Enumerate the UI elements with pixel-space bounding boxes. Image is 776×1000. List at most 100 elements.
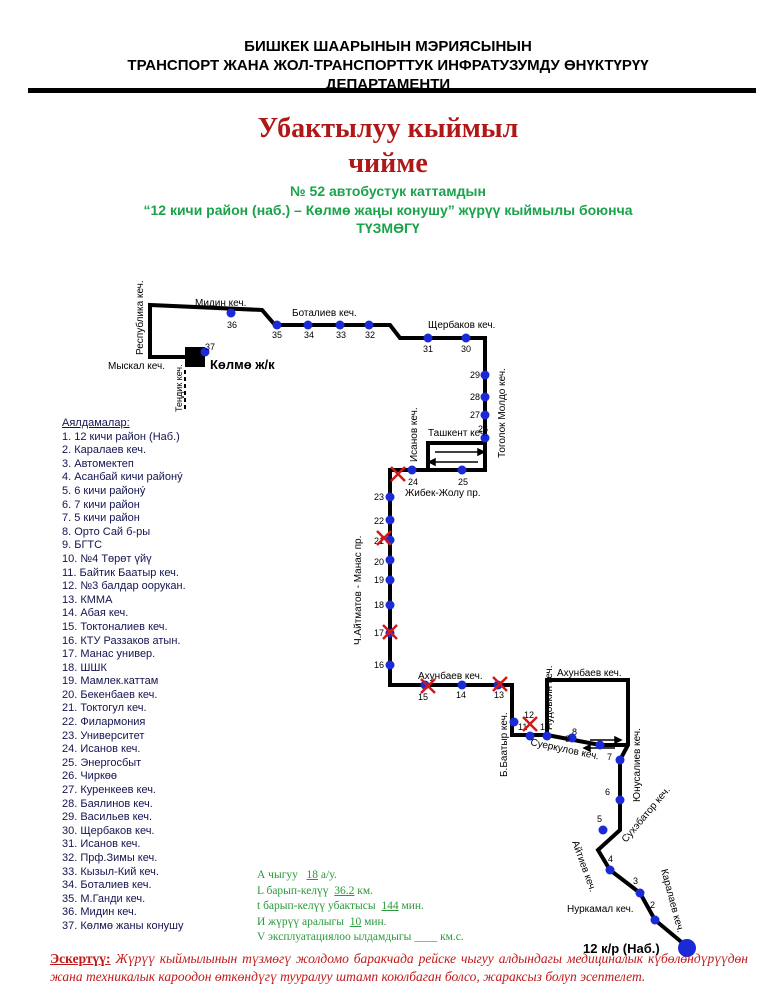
legend-item: 33. Кызыл-Кий кеч. <box>62 865 159 878</box>
stop-marker <box>542 731 552 741</box>
street-label-baatyr: Б.Баатыр кеч. <box>499 712 510 777</box>
subtitle-line-1: № 52 автобустук каттамдын <box>290 183 486 199</box>
stop-number-label: 27 <box>470 410 480 420</box>
street-label-tashkent: Ташкент кеч. <box>428 428 488 439</box>
stop-marker <box>272 320 282 330</box>
kolmo-terminal-marker <box>185 347 205 367</box>
subtitle-line-2: “12 кичи район (наб.) – Көлмө жаңы конуш… <box>143 202 633 218</box>
stop-marker <box>567 733 577 743</box>
stop-number-label: 2 <box>650 900 655 910</box>
stop-marker <box>480 410 490 420</box>
param-a-unit: а/у. <box>320 869 337 881</box>
stop-marker <box>457 680 467 690</box>
stop-number-label: 31 <box>423 344 433 354</box>
legend-item: 21. Токтогул кеч. <box>62 702 147 715</box>
header-divider <box>28 88 756 93</box>
legend-item: 24. Исанов кеч. <box>62 743 141 756</box>
stop-marker <box>635 888 645 898</box>
param-t-label: t барып-келүү убактысы <box>257 900 376 912</box>
param-v-label: V эксплуатациялоо ылдамдыгы <box>257 931 412 943</box>
stop-marker <box>461 333 471 343</box>
stop-number-label: 30 <box>461 344 471 354</box>
stop-number-label: 20 <box>374 557 384 567</box>
stop-marker <box>480 370 490 380</box>
stop-number-label: 37 <box>205 342 215 352</box>
stop-number-label: 36 <box>227 320 237 330</box>
stop-marker <box>303 320 313 330</box>
stop-number-label: 33 <box>336 330 346 340</box>
cancelled-stop-cross <box>492 676 508 692</box>
stop-number-label: 10 <box>540 722 550 732</box>
note-label: Эскертүү: <box>50 951 111 966</box>
legend-item: 30. Щербаков кеч. <box>62 824 155 837</box>
param-v-unit: км.с. <box>440 931 464 943</box>
stop-marker <box>480 392 490 402</box>
route-tashkent-loop <box>426 441 485 470</box>
stop-number-label: 13 <box>494 690 504 700</box>
legend-item: 3. Автомектеп <box>62 457 134 470</box>
legend-item: 5. 6 кичи районý <box>62 484 146 497</box>
stop-number-label: 25 <box>458 477 468 487</box>
street-label-tologok: Тоголок Молдо кеч. <box>497 368 508 458</box>
legend-item: 27. Куренкеев кеч. <box>62 784 156 797</box>
legend-item: 11. Байтик Баатыр кеч. <box>62 566 179 579</box>
stop-number-label: 17 <box>374 628 384 638</box>
stops-legend: Аялдамалар: 1. 12 кичи район (Наб.)2. Ка… <box>62 417 186 934</box>
legend-item: 17. Манас универ. <box>62 648 156 661</box>
legend-item: 16. КТУ Раззаков атын. <box>62 634 181 647</box>
stop-marker <box>457 465 467 475</box>
stop-marker <box>480 433 490 443</box>
legend-item: 28. Баялинов кеч. <box>62 797 153 810</box>
title-line-1: Убактылуу кыймыл <box>257 113 519 144</box>
stop-marker <box>525 731 535 741</box>
stop-marker <box>200 347 210 357</box>
stop-marker <box>226 308 236 318</box>
stop-marker <box>407 465 417 475</box>
legend-item: 15. Токтоналиев кеч. <box>62 620 168 633</box>
stop-marker <box>615 795 625 805</box>
legend-item: 2. Каралаев кеч. <box>62 444 147 457</box>
legend-item: 14. Абая кеч. <box>62 607 129 620</box>
cancelled-stop-cross <box>420 678 436 694</box>
param-t: t барып-келүү убактысы 144 мин. <box>257 899 464 915</box>
stop-number-label: 22 <box>374 516 384 526</box>
note-text: Жүрүү кыймылынын түзмөгү жолдомо баракча… <box>50 951 748 984</box>
legend-item: 36. Мидин кеч. <box>62 906 137 919</box>
legend-item: 1. 12 кичи район (Наб.) <box>62 430 180 443</box>
legend-item: 35. М.Ганди кеч. <box>62 892 146 905</box>
stop-marker <box>385 575 395 585</box>
legend-item: 37. Көлмө жаны конушу <box>62 919 184 932</box>
stop-marker <box>650 915 660 925</box>
param-a-label: А чыгуу <box>257 869 298 881</box>
legend-item: 20. Бекенбаев кеч. <box>62 688 158 701</box>
stop-number-label: 3 <box>633 876 638 886</box>
stop-marker <box>385 515 395 525</box>
legend-item: 31. Исанов кеч. <box>62 838 141 851</box>
route-main-path <box>148 302 687 947</box>
street-label-sukhebator: Сухэбатор кеч. <box>619 784 673 845</box>
legend-item: 29. Васильев кеч. <box>62 811 153 824</box>
param-a: А чыгуу 18 а/у. <box>257 868 464 884</box>
stop-number-label: 11 <box>518 722 527 732</box>
legend-item: 26. Чиркөө <box>62 770 117 783</box>
street-label-aitmatov: Ч.Айтматов - Манас пр. <box>353 536 364 645</box>
param-a-value: 18 <box>306 869 319 881</box>
street-label-tendik: Теңдик кеч. <box>174 364 184 412</box>
stop-number-label: 26 <box>478 424 488 434</box>
stop-number-label: 4 <box>608 854 613 864</box>
stop-number-label: 12 <box>524 710 534 720</box>
legend-item: 12. №3 балдар оорукан. <box>62 580 186 593</box>
start-terminal-marker <box>678 939 696 957</box>
cancelled-stop-cross <box>376 530 392 546</box>
param-l-label: L барып-келүү <box>257 884 329 897</box>
street-label-isanov: Исанов кеч. <box>409 407 420 462</box>
stop-number-label: 7 <box>607 752 612 762</box>
street-label-midin: Мидин кеч. <box>195 298 246 309</box>
stop-number-label: 23 <box>374 492 384 502</box>
street-label-start: 12 к/р (Наб.) <box>583 941 660 956</box>
stop-marker <box>615 755 625 765</box>
route-parameters: А чыгуу 18 а/у. L барып-келүү 36.2 км. t… <box>257 868 464 946</box>
cancelled-stops-layer <box>376 466 538 732</box>
legend-item: 13. КММА <box>62 593 113 606</box>
